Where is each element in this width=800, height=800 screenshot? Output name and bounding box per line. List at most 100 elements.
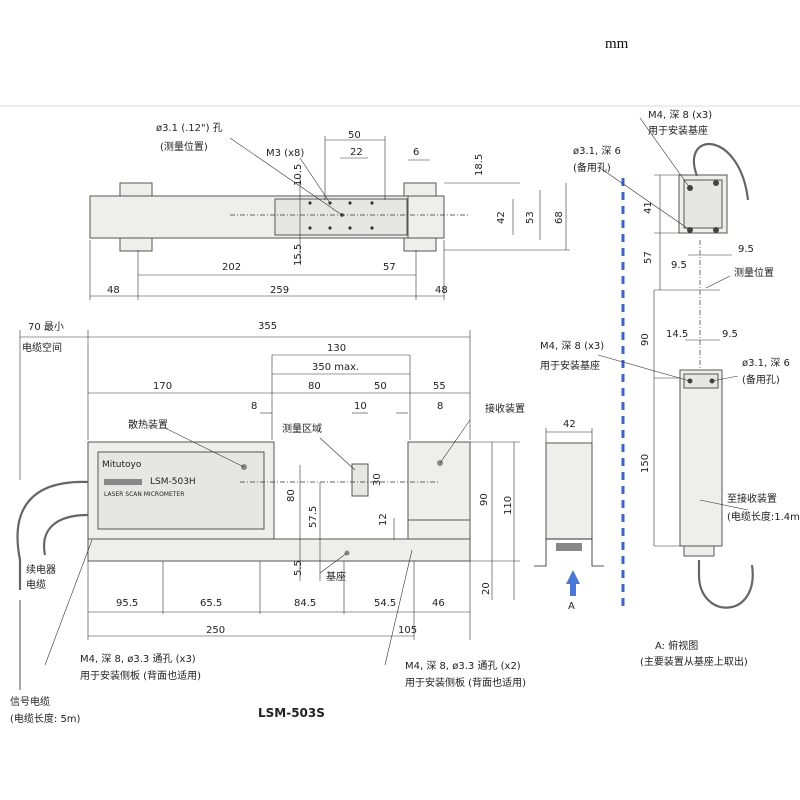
label-receiver: 接收装置 xyxy=(485,402,525,415)
hole-note-2: (测量位置) xyxy=(160,140,208,153)
dim-8-left: 8 xyxy=(251,401,257,412)
dim-57-5: 57.5 xyxy=(308,506,319,528)
note-right-2: 用于安装侧板 (背面也适用) xyxy=(405,676,526,689)
meas-pos-label: 测量位置 xyxy=(734,266,774,279)
label-relay-1: 续电器 xyxy=(26,563,56,576)
dim-15-5: 15.5 xyxy=(293,244,304,266)
top-note-1: M4, 深 8 (x3) xyxy=(648,109,712,121)
right-view xyxy=(597,117,754,609)
note-left-2: 用于安装侧板 (背面也适用) xyxy=(80,669,201,682)
bracket-bottom-right xyxy=(403,237,437,252)
hole-note-b: (备用孔) xyxy=(573,161,611,174)
unit-label: mm xyxy=(605,36,629,52)
receiver-stand xyxy=(407,519,471,540)
view-a-label: A xyxy=(568,601,575,612)
product-subtext: LASER SCAN MICROMETER xyxy=(104,491,184,498)
dim-68: 68 xyxy=(554,211,565,224)
dim-9-5-a: 9.5 xyxy=(738,244,754,255)
dim-22: 22 xyxy=(350,147,363,158)
bracket-top-left xyxy=(119,182,153,197)
recv-label-1: 至接收装置 xyxy=(727,492,777,505)
dim-48-right: 48 xyxy=(435,285,448,296)
label-base: 基座 xyxy=(326,570,346,583)
dim-57-right: 57 xyxy=(643,251,654,264)
dim-84-5: 84.5 xyxy=(294,598,316,609)
label-meas-area: 测量区域 xyxy=(282,422,322,435)
dim-12: 12 xyxy=(378,513,389,526)
view-a-subtitle: (主要装置从基座上取出) xyxy=(640,655,748,668)
dim-14-5: 14.5 xyxy=(666,329,688,340)
dim-202: 202 xyxy=(222,262,241,273)
dim-41: 41 xyxy=(643,201,654,214)
mid-note-1: M4, 深 8 (x3) xyxy=(540,340,604,352)
front-view xyxy=(16,330,520,690)
dim-259: 259 xyxy=(270,285,289,296)
dim-170: 170 xyxy=(153,381,172,392)
dim-95-5: 95.5 xyxy=(116,598,138,609)
dim-10: 10 xyxy=(354,401,367,412)
dim-54-5: 54.5 xyxy=(374,598,396,609)
product-text: LSM-503H xyxy=(150,477,196,487)
base-plate xyxy=(87,538,471,562)
top-view xyxy=(89,136,570,300)
model-label: LSM-503S xyxy=(258,706,325,720)
dim-355: 355 xyxy=(258,321,277,332)
cable-space-2: 电缆空间 xyxy=(22,341,62,354)
dim-250: 250 xyxy=(206,625,225,636)
dim-90-front: 90 xyxy=(479,493,490,506)
receiver-cable xyxy=(697,560,754,609)
signal-cable-2: (电缆长度: 5m) xyxy=(10,712,81,725)
label-heat-unit: 散热装置 xyxy=(128,418,168,431)
dim-90-right: 90 xyxy=(640,333,651,346)
dim-10-5: 10.5 xyxy=(293,164,304,186)
hole-note-a: ø3.1, 深 6 xyxy=(573,145,621,157)
emitter-panel xyxy=(97,451,265,530)
hole-note-1: ø3.1 (.12") 孔 xyxy=(156,122,223,134)
recv-label-2: (电缆长度:1.4m) xyxy=(727,510,800,523)
receiver-top xyxy=(683,373,719,389)
measurement-area xyxy=(351,463,369,497)
dim-9-5-b: 9.5 xyxy=(671,260,687,271)
hole2-note-b: (备用孔) xyxy=(742,373,780,386)
dim-48-left: 48 xyxy=(107,285,120,296)
note-right-1: M4, 深 8, ø3.3 通孔 (x2) xyxy=(405,660,521,672)
label-relay-2: 电缆 xyxy=(26,578,46,591)
dim-80-h: 80 xyxy=(308,381,321,392)
side-base xyxy=(534,538,604,567)
side-clamp xyxy=(556,543,582,551)
relay-cable xyxy=(42,513,89,556)
note-left-1: M4, 深 8, ø3.3 通孔 (x3) xyxy=(80,653,196,665)
side-body xyxy=(545,442,593,540)
signal-cable-1: 信号电缆 xyxy=(10,695,50,708)
top-view-receiver xyxy=(407,195,445,239)
label-strip xyxy=(104,479,142,485)
head-cable xyxy=(692,142,750,201)
dim-20: 20 xyxy=(481,582,492,595)
dim-130: 130 xyxy=(327,343,346,354)
mid-note-2: 用于安装基座 xyxy=(540,359,600,372)
receiver-body xyxy=(679,369,723,547)
hole2-note-a: ø3.1, 深 6 xyxy=(742,357,790,369)
dim-30: 30 xyxy=(372,473,383,486)
bracket-bottom-left xyxy=(119,237,153,252)
dim-105: 105 xyxy=(398,625,417,636)
dim-150: 150 xyxy=(640,454,651,473)
dim-110: 110 xyxy=(503,496,514,515)
dim-65-5: 65.5 xyxy=(200,598,222,609)
view-a-title: A: 俯视图 xyxy=(655,639,698,652)
dim-57-top: 57 xyxy=(383,262,396,273)
receiver-unit xyxy=(407,441,471,521)
bracket-top-right xyxy=(403,182,437,197)
dim-42: 42 xyxy=(496,211,507,224)
dim-55: 55 xyxy=(433,381,446,392)
dim-50-front: 50 xyxy=(374,381,387,392)
view-arrow xyxy=(566,570,580,584)
top-head-inner xyxy=(683,179,723,229)
m3-note: M3 (x8) xyxy=(266,148,304,159)
top-view-window xyxy=(274,198,408,236)
dim-9-5-c: 9.5 xyxy=(722,329,738,340)
dim-5-5: 5.5 xyxy=(293,560,304,576)
dim-46: 46 xyxy=(432,598,445,609)
brand-text: Mitutoyo xyxy=(102,460,142,470)
